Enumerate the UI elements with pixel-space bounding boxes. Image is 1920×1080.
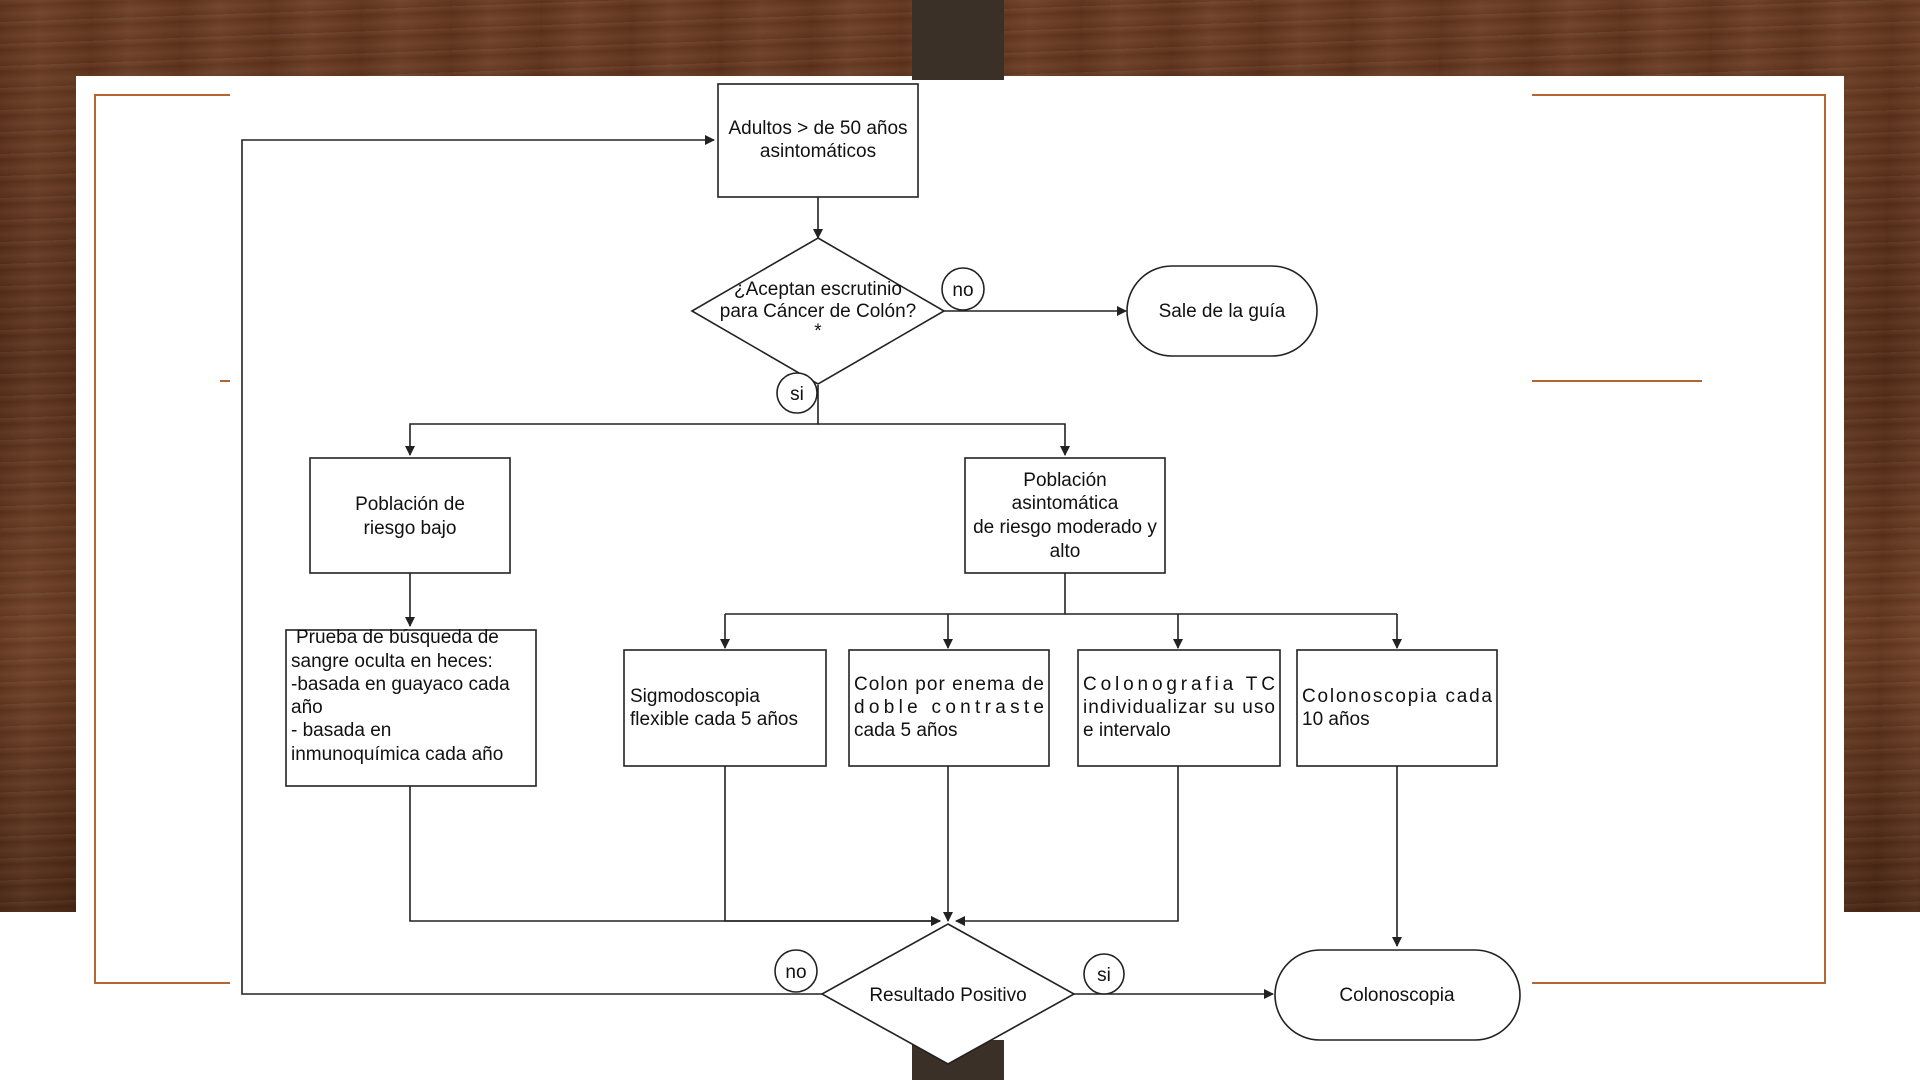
no-badge-2: no — [774, 949, 818, 993]
decision-positive-result: Resultado Positivo — [820, 923, 1076, 1065]
si-label-1: si — [790, 384, 804, 405]
frame-line-left — [94, 94, 96, 984]
low-risk-line-2: riesgo bajo — [364, 518, 457, 539]
sigmo-line-2: flexible cada 5 años — [630, 709, 798, 730]
decision1-line-3: * — [814, 321, 822, 342]
fobt-line-1: Prueba de búsqueda de — [296, 627, 499, 648]
mod-risk-line-1: Población — [1023, 470, 1106, 491]
decision1-line-2: para Cáncer de Colón? — [720, 301, 916, 322]
colono10-node: Colonoscopia cada 10 años — [1296, 649, 1498, 767]
exit-node: Sale de la guía — [1126, 265, 1318, 357]
fobt-line-5: - basada en — [291, 720, 391, 741]
si-label-2: si — [1097, 965, 1111, 986]
ctc-line-3: e intervalo — [1083, 720, 1171, 741]
slide-panel — [76, 76, 1844, 1080]
si-badge-1: si — [776, 372, 818, 414]
frame-line-bottom-left — [94, 982, 230, 984]
colono10-line-1: Colonoscopia cada — [1302, 686, 1492, 707]
top-tab — [912, 0, 1004, 80]
mod-risk-node: Población asintomática de riesgo moderad… — [964, 457, 1166, 574]
enema-line-3: cada 5 años — [854, 720, 958, 741]
fobt-line-6: inmunoquímica cada año — [291, 744, 503, 765]
fobt-line-3: -basada en guayaco cada — [291, 674, 510, 695]
exit-label: Sale de la guía — [1159, 301, 1286, 322]
no-label-2: no — [785, 962, 806, 983]
decision-accept-screening: ¿Aceptan escrutinio para Cáncer de Colón… — [690, 237, 946, 385]
frame-line-top-right — [1532, 94, 1826, 96]
fobt-line-2: sangre oculta en heces: — [291, 651, 493, 672]
colono10-line-2: 10 años — [1302, 709, 1370, 730]
si-badge-2: si — [1083, 953, 1125, 995]
mod-risk-line-3: de riesgo moderado y — [973, 517, 1157, 538]
sigmo-line-1: Sigmodoscopia — [630, 686, 760, 707]
decision1-line-1: ¿Aceptan escrutinio — [734, 279, 902, 300]
frame-line-mid-left — [220, 380, 230, 382]
start-line-2: asintomáticos — [760, 141, 876, 162]
low-risk-node: Población de riesgo bajo — [309, 457, 511, 574]
enema-line-1: Colon por enema de — [854, 674, 1044, 695]
no-label-1: no — [952, 280, 973, 301]
enema-node: Colon por enema de doble contraste cada … — [848, 649, 1050, 767]
low-risk-line-1: Población de — [355, 494, 465, 515]
end-node: Colonoscopia — [1274, 949, 1521, 1041]
ctc-line-2: individualizar su uso — [1083, 697, 1275, 718]
frame-line-bottom-right — [1532, 982, 1826, 984]
decision2-label: Resultado Positivo — [869, 985, 1026, 1006]
sigmo-node: Sigmodoscopia flexible cada 5 años — [623, 649, 827, 767]
fobt-node: Prueba de búsqueda de sangre oculta en h… — [285, 627, 537, 787]
no-badge-1: no — [941, 267, 985, 311]
frame-line-top-left — [94, 94, 230, 96]
edges — [241, 135, 1402, 999]
start-node: Adultos > de 50 años asintomáticos — [717, 83, 919, 198]
ctc-node: Colonografia TC individualizar su uso e … — [1077, 649, 1281, 767]
frame-line-right — [1824, 94, 1826, 984]
start-line-1: Adultos > de 50 años — [728, 118, 907, 139]
enema-line-2: doble contraste — [854, 697, 1044, 718]
fobt-line-4: año — [291, 697, 323, 718]
mod-risk-line-4: alto — [1050, 541, 1081, 562]
mod-risk-line-2: asintomática — [1012, 493, 1119, 514]
end-label: Colonoscopia — [1339, 985, 1455, 1006]
frame-line-mid-right — [1532, 380, 1702, 382]
